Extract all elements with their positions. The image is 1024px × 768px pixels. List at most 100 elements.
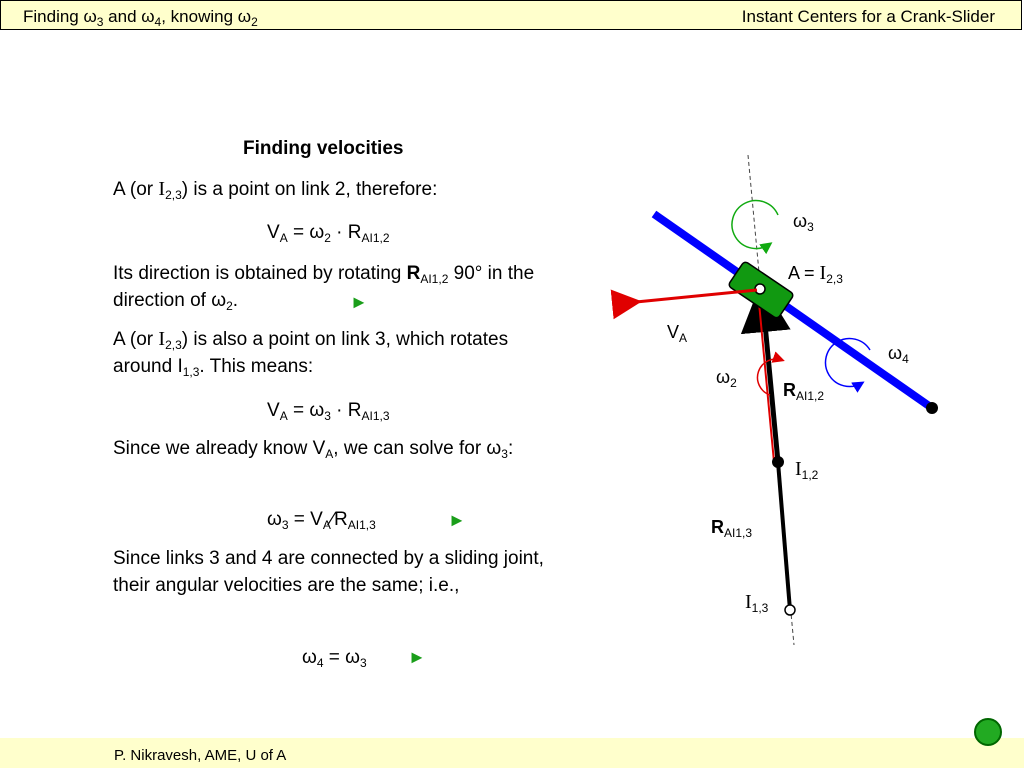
p2-R: R [406, 263, 421, 284]
title-omega: ω [237, 7, 252, 26]
p2-text-a: Its direction is obtained by rotating [113, 263, 407, 284]
p3-text-c: . This means: [199, 356, 314, 377]
label-a-I: I [819, 262, 827, 284]
eq1-subAI12: AI1,2 [361, 231, 390, 245]
label-omega3-text: ω [793, 211, 808, 231]
label-a: A = I2,3 [788, 262, 843, 285]
label-omega2: ω2 [716, 367, 737, 390]
eq2-V: V [267, 400, 280, 421]
label-i13-sub: 1,3 [751, 601, 769, 615]
label-r-ai12-text: R [783, 380, 796, 400]
label-va-sub: A [679, 331, 688, 345]
p4-text-b: , we can solve for ω [333, 438, 502, 459]
title-omega-sub: 3 [96, 15, 104, 29]
point-i12 [772, 456, 784, 468]
footer-credit: P. Nikravesh, AME, U of A [114, 747, 287, 764]
label-r-ai13-sub: AI1,3 [724, 526, 753, 540]
label-r-ai12-sub: AI1,2 [796, 389, 825, 403]
eq2-subAI13: AI1,3 [361, 409, 390, 423]
omega3-arrow-icon [731, 199, 779, 255]
label-va-text: V [667, 322, 680, 342]
p2-text-b: 90° in the direction of ω [113, 263, 535, 311]
p4-text-a: Since we already know V [113, 438, 326, 459]
p3-I: I [158, 328, 166, 350]
p1-text-b: ) is a point on link 2, therefore: [181, 179, 438, 200]
label-omega4: ω4 [888, 343, 909, 366]
label-i12-sub: 1,2 [801, 468, 819, 482]
label-r-ai13: RAI1,3 [711, 517, 753, 540]
eq2-sub3: 3 [324, 409, 331, 423]
eq3-R: ∕R [330, 509, 348, 530]
label-i12: I1,2 [795, 458, 818, 481]
eq3-w: ω [267, 509, 282, 530]
p3-sub13: 1,3 [182, 365, 200, 379]
eq3-sub3: 3 [281, 518, 289, 532]
p2-sub: AI1,2 [420, 272, 449, 286]
link-3-line [776, 461, 792, 611]
link-end-point [926, 402, 938, 414]
p4-text-c: : [507, 438, 514, 459]
label-omega3: ω3 [793, 211, 814, 234]
label-i13: I1,3 [745, 591, 768, 614]
point-i13 [784, 604, 796, 616]
omega4-arrow-icon [824, 337, 871, 393]
label-a-sub: 2,3 [826, 272, 843, 286]
play-button-3[interactable]: ► [408, 647, 426, 667]
label-r-ai13-text: R [711, 517, 724, 537]
eq1-sub2: 2 [324, 231, 331, 245]
slide-subtitle: Instant Centers for a Crank-Slider [741, 7, 995, 26]
eq3-V: = V [288, 509, 323, 530]
paragraph-2: Its direction is obtained by rotating RA… [113, 260, 563, 314]
label-omega3-sub: 3 [807, 220, 814, 234]
eq4-sub4: 4 [316, 656, 324, 670]
p1-I: I [158, 178, 166, 200]
paragraph-3: A (or I2,3) is also a point on link 3, w… [113, 326, 563, 380]
p3-sub: 2,3 [165, 338, 182, 352]
slide-title: Finding ω3 and ω4, knowing ω2 [23, 7, 258, 29]
label-omega2-sub: 2 [730, 376, 737, 390]
p2-text-c: . [232, 290, 239, 311]
label-i12-I: I [795, 458, 802, 480]
p2-sub2: 2 [226, 299, 233, 313]
paragraph-1: A (or I2,3) is a point on link 2, theref… [113, 176, 437, 203]
eq4-w: ω [302, 647, 317, 668]
crank-red-edge [757, 291, 775, 463]
title-text: , knowing [161, 7, 238, 26]
r-vector-ai12 [740, 282, 791, 463]
title-omega-sub: 2 [251, 15, 258, 29]
label-omega4-text: ω [888, 343, 903, 363]
title-omega-sub: 4 [154, 15, 162, 29]
play-button-1[interactable]: ► [350, 292, 368, 312]
equation-3: ω3 = VA∕RAI1,3 [267, 506, 376, 533]
eq1-V: V [267, 222, 280, 243]
p3-text-a: A (or [113, 329, 159, 350]
home-button[interactable] [974, 718, 1002, 746]
eq2-subA: A [279, 409, 288, 423]
eq2-R: · R [330, 400, 362, 421]
section-heading: Finding velocities [243, 138, 404, 159]
eq4-sub3: 3 [360, 656, 367, 670]
p3-text-b: ) is also a point on link 3, which rotat… [113, 329, 509, 377]
eq1-subA: A [279, 231, 288, 245]
p4-sub3: 3 [501, 447, 508, 461]
equation-4: ω4 = ω3 [302, 644, 367, 671]
eq4-mid: = ω [323, 647, 361, 668]
title-text: Finding [23, 7, 84, 26]
title-text: and [103, 7, 142, 26]
label-omega4-sub: 4 [902, 352, 909, 366]
velocity-vector-va [610, 288, 758, 320]
p4-subA: A [325, 447, 334, 461]
play-button-2[interactable]: ► [448, 510, 466, 530]
slide-footer: P. Nikravesh, AME, U of A [0, 738, 1024, 768]
label-va: VA [667, 322, 688, 345]
title-omega: ω [83, 7, 97, 26]
eq1-mid: = ω [287, 222, 325, 243]
p1-text-a: A (or [113, 179, 159, 200]
slide-header: Finding ω3 and ω4, knowing ω2 Instant Ce… [0, 0, 1022, 30]
label-omega2-text: ω [716, 367, 731, 387]
label-a-text: A = [788, 263, 820, 283]
label-i13-I: I [745, 591, 752, 613]
paragraph-5: Since links 3 and 4 are connected by a s… [113, 548, 544, 596]
p1-sub: 2,3 [165, 188, 182, 202]
